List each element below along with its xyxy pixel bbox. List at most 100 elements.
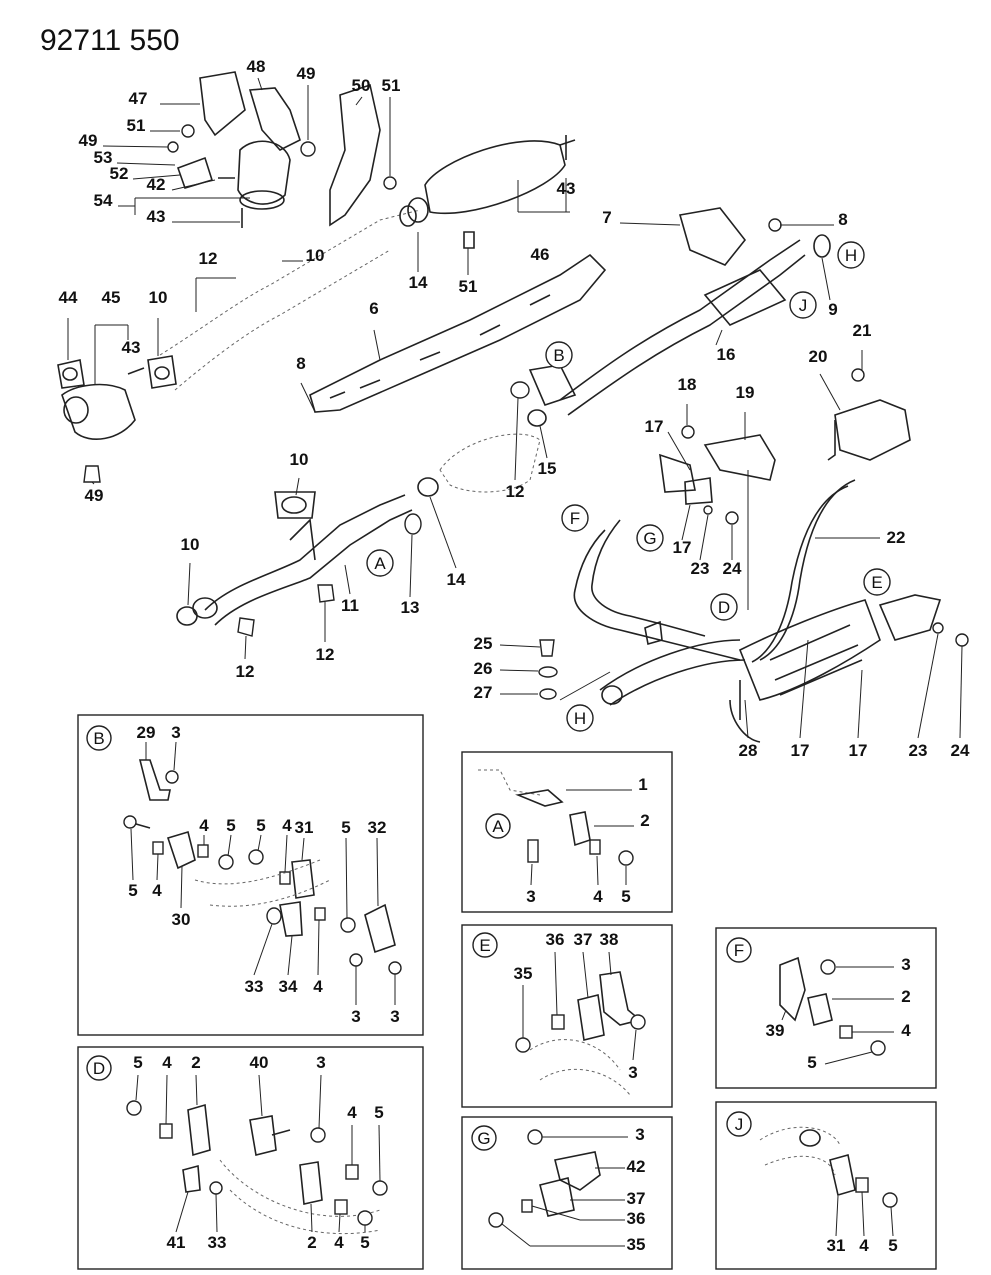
part-number-label: 48 [247,57,266,76]
detail-G-drawing [488,1129,628,1247]
detail-A-drawing [478,769,634,886]
exhaust-manifold-flange [57,355,177,483]
part-number-label: 17 [673,538,692,557]
detail-F-part-label: 3 [901,955,910,974]
detail-callout-letter: A [374,554,386,573]
hardware-25-26-27 [538,639,558,700]
detail-D-drawing [126,1074,388,1235]
detail-box-E [461,924,673,1108]
detail-F-letter: F [734,941,744,960]
detail-B-part-label: 33 [245,977,264,996]
part-number-label: 14 [447,570,466,589]
detail-F-drawing [779,956,894,1065]
part-number-label: 27 [474,683,493,702]
detail-B-part-label: 29 [137,723,156,742]
detail-callout-letter: F [570,509,580,528]
part-number-label: 20 [809,347,828,366]
detail-J-part-label: 5 [888,1236,897,1255]
detail-D-part-label: 3 [316,1053,325,1072]
detail-box-D [77,1046,424,1270]
rear-muffler-group [659,425,776,525]
detail-B-part-label: 3 [171,723,180,742]
detail-callout-letter: H [574,709,586,728]
part-number-label: 17 [645,417,664,436]
detail-G-part-label: 3 [635,1125,644,1144]
detail-A-part-label: 3 [526,887,535,906]
detail-E-letter: E [479,936,490,955]
part-number-label: 42 [147,175,166,194]
detail-B-part-label: 5 [128,881,137,900]
part-number-label: 12 [236,662,255,681]
part-number-label: 54 [94,191,113,210]
part-number-label: 23 [909,741,928,760]
detail-G-part-label: 37 [627,1189,646,1208]
detail-A-part-label: 5 [621,887,630,906]
detail-B-part-label: 4 [152,881,162,900]
detail-box-G [461,1116,673,1270]
part-number-label: 52 [110,164,129,183]
detail-F-part-label: 39 [766,1021,785,1040]
part-number-label: 47 [129,89,148,108]
detail-B-letter-circle [86,725,112,751]
part-number-label: 17 [791,741,810,760]
detail-callout-letter-circle [566,704,594,732]
detail-callout-letter-circle [789,291,817,319]
part-number-label: 22 [887,528,906,547]
part-number-label: 51 [127,116,146,135]
detail-J-letter-circle [726,1111,752,1137]
part-number-label: 24 [951,741,970,760]
detail-B-part-label: 34 [279,977,298,996]
detail-B-part-label: 4 [282,816,292,835]
detail-A-letter: A [492,817,504,836]
detail-J-drawing [759,1126,898,1237]
part-number-label: 8 [838,210,847,229]
detail-box-F [715,927,937,1089]
detail-B-part-label: 5 [341,818,350,837]
detail-B-part-label: 3 [390,1007,399,1026]
detail-D-part-label: 5 [133,1053,142,1072]
detail-G-part-label: 42 [627,1157,646,1176]
part-number-label: 23 [691,559,710,578]
detail-callout-letter: D [718,598,730,617]
part-number-label: 43 [557,179,576,198]
detail-B-part-label: 32 [368,818,387,837]
detail-B-part-label: 5 [226,816,235,835]
detail-B-part-label: 30 [172,910,191,929]
detail-box-J [715,1101,937,1270]
part-number-label: 15 [538,459,557,478]
detail-callout-letter-circle [561,504,589,532]
detail-E-part-label: 3 [628,1063,637,1082]
part-number-label: 7 [602,208,611,227]
detail-J-part-label: 31 [827,1236,846,1255]
actuator-20 [751,368,911,663]
part-number-label: 43 [122,338,141,357]
detail-D-letter: D [93,1059,105,1078]
part-number-label: 49 [79,131,98,150]
detail-G-part-label: 35 [627,1235,646,1254]
detail-E-part-label: 37 [574,930,593,949]
part-number-label: 49 [85,486,104,505]
detail-F-part-label: 4 [901,1021,911,1040]
detail-callout-letter: B [553,346,564,365]
part-number-label: 51 [382,76,401,95]
detail-A-part-label: 1 [638,775,647,794]
part-number-label: 12 [506,482,525,501]
detail-B-drawing [123,741,402,1005]
detail-A-letter-circle [485,813,511,839]
part-number-label: 8 [296,354,305,373]
detail-E-part-label: 35 [514,964,533,983]
part-number-label: 10 [149,288,168,307]
detail-F-part-label: 2 [901,987,910,1006]
part-number-label: 9 [828,300,837,319]
detail-callout-letter-circle [366,549,394,577]
detail-E-part-label: 38 [600,930,619,949]
detail-box-B [77,714,424,1036]
part-number-label: 28 [739,741,758,760]
detail-E-letter-circle [472,932,498,958]
detail-B-part-label: 3 [351,1007,360,1026]
part-number-label: 24 [723,559,742,578]
part-number-label: 46 [531,245,550,264]
